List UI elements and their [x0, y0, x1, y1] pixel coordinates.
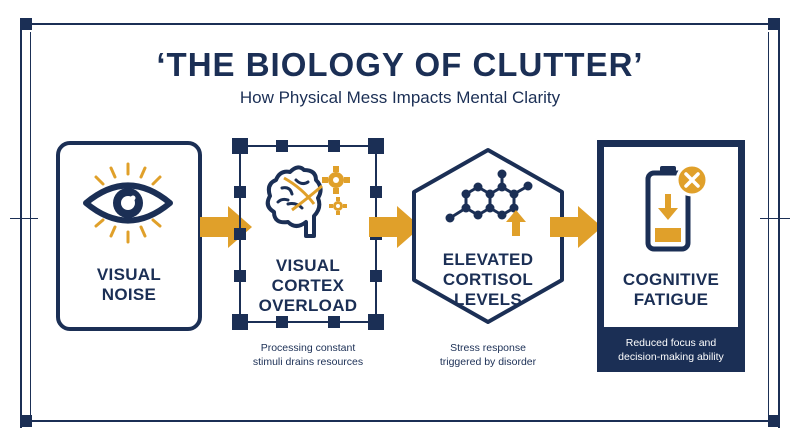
page-subtitle: How Physical Mess Impacts Mental Clarity [239, 88, 561, 107]
frame-right-line [778, 18, 780, 428]
eye-icon [83, 162, 173, 244]
stage-3-hexagon [412, 148, 564, 324]
stage-2-caption-line: Processing constant [260, 342, 356, 354]
stage-3-label-line: ELEVATED [442, 250, 534, 269]
corner-square-bottom-right [768, 415, 780, 427]
stage-3-caption-line: Stress response [450, 342, 526, 354]
stage-1-label-line: NOISE [101, 285, 157, 304]
stage-3-label-line: LEVELS [454, 290, 522, 309]
stage-3-caption: Stress response triggered by disorder [408, 341, 568, 369]
stage-4-caption-line: Reduced focus and [625, 337, 717, 349]
corner-square-top-right [768, 18, 780, 30]
stage-2-label-line: OVERLOAD [258, 296, 358, 315]
stage-3-label-line: CORTISOL [442, 270, 534, 289]
stage-4-label: COGNITIVE FATIGUE [597, 270, 745, 310]
stage-2-label-line: VISUAL [275, 256, 341, 275]
molecule-up-arrow-icon [445, 169, 533, 236]
frame-inner-left-line [30, 32, 31, 415]
stage-2-label-line: CORTEX [271, 276, 345, 295]
stage-4-box: Reduced focus and decision-making abilit… [597, 140, 745, 372]
frame-left-line [20, 18, 22, 428]
stage-1-label-line: VISUAL [96, 265, 162, 284]
corner-square-top-left [20, 18, 32, 30]
frame-inner-right-line [768, 32, 769, 415]
corner-square-bottom-left [20, 415, 32, 427]
page-title: ‘THE BIOLOGY OF CLUTTER’ [156, 46, 644, 83]
frame-left-tick [10, 218, 38, 219]
low-battery-x-icon [645, 163, 709, 252]
stage-4-label-line: COGNITIVE [622, 270, 720, 289]
arrow-2-icon [369, 206, 421, 248]
stage-3-caption-line: triggered by disorder [439, 356, 537, 368]
frame-top-line [20, 23, 780, 25]
frame-right-tick [760, 218, 790, 219]
stage-4-label-line: FATIGUE [633, 290, 709, 309]
frame-bottom-line [20, 420, 780, 422]
stage-1-label: VISUAL NOISE [60, 265, 198, 305]
stage-3-label: ELEVATED CORTISOL LEVELS [418, 250, 558, 310]
stage-2-caption: Processing constant stimuli drains resou… [228, 341, 388, 369]
stage-2-caption-line: stimuli drains resources [252, 356, 364, 368]
brain-gears-icon [265, 165, 350, 238]
stage-4-caption: Reduced focus and decision-making abilit… [597, 336, 745, 364]
stage-2-label: VISUAL CORTEX OVERLOAD [238, 256, 378, 316]
stage-4-caption-line: decision-making ability [618, 351, 724, 363]
arrow-3-icon [550, 206, 602, 248]
